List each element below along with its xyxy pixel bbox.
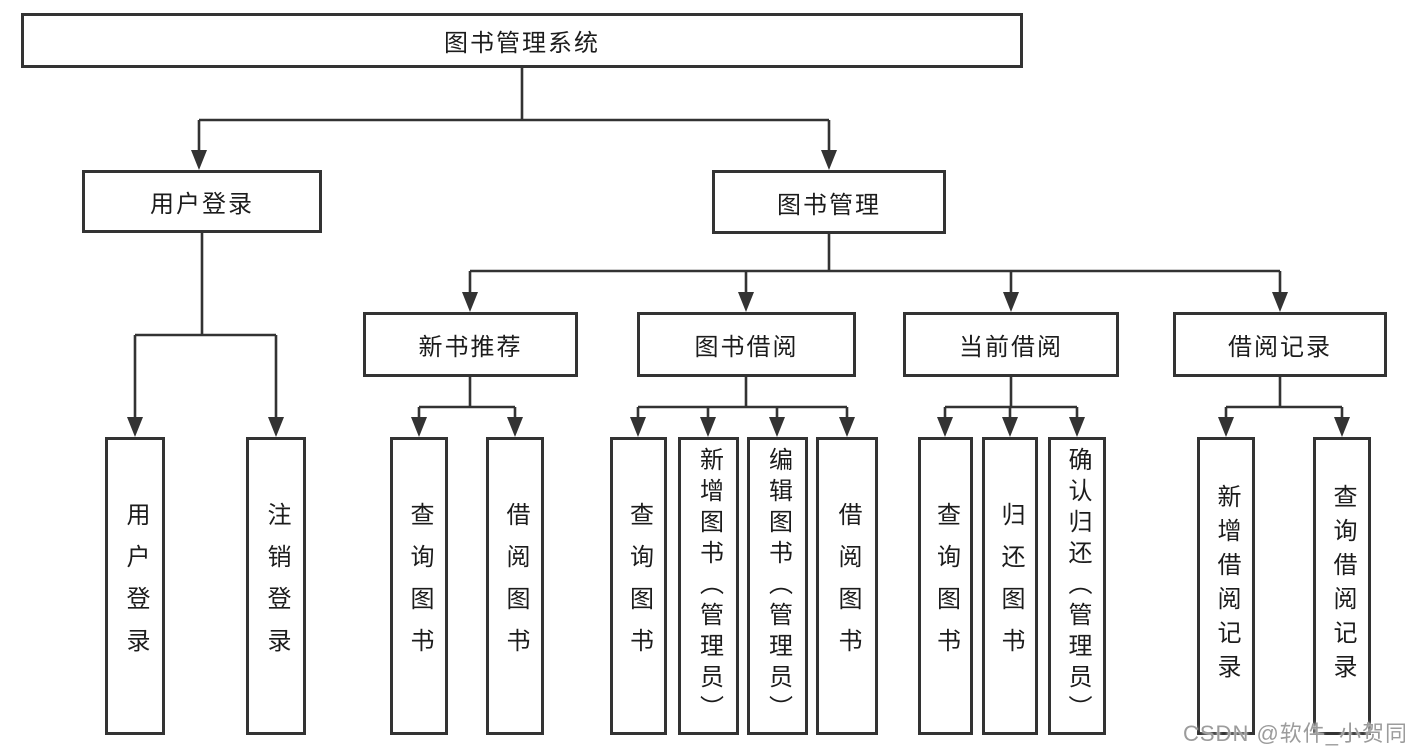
leaf-current-query-books: 查询图书 <box>918 437 973 735</box>
leaf-current-return-books-label: 归还图书 <box>997 502 1024 670</box>
arrowhead <box>1002 417 1018 437</box>
arrowhead <box>937 417 953 437</box>
leaf-recommend-borrow-books-label: 借阅图书 <box>502 502 529 670</box>
leaf-records-query-record-label: 查询借阅记录 <box>1329 484 1356 688</box>
connector-root-to-level2 <box>191 68 837 170</box>
arrowhead <box>1003 292 1019 312</box>
connector-current-children <box>937 377 1085 437</box>
leaf-recommend-borrow-books: 借阅图书 <box>486 437 544 735</box>
arrowhead <box>1272 292 1288 312</box>
leaf-borrowing-add-books-admin-label: 新增图书（管理员） <box>695 446 723 726</box>
leaf-user-login-label: 用户登录 <box>122 502 149 670</box>
arrowhead <box>1218 417 1234 437</box>
leaf-borrowing-query-books-label: 查询图书 <box>625 502 653 670</box>
arrowhead <box>462 292 478 312</box>
leaf-borrowing-add-books-admin: 新增图书（管理员） <box>678 437 739 735</box>
arrowhead <box>191 150 207 170</box>
node-library-system: 图书管理系统 <box>21 13 1023 68</box>
node-borrow-records: 借阅记录 <box>1173 312 1387 377</box>
node-user-login-label: 用户登录 <box>150 191 254 218</box>
leaf-borrowing-query-books: 查询图书 <box>610 437 667 735</box>
leaf-borrowing-edit-books-admin-label: 编辑图书（管理员） <box>764 446 792 726</box>
connector-records-children <box>1218 377 1350 437</box>
arrowhead <box>821 150 837 170</box>
arrowhead <box>1069 417 1085 437</box>
leaf-borrowing-borrow-books-label: 借阅图书 <box>834 502 861 670</box>
node-book-management-label: 图书管理 <box>777 191 881 219</box>
arrowhead <box>411 417 427 437</box>
node-book-borrowing: 图书借阅 <box>637 312 856 377</box>
connector-borrowing-children <box>630 377 855 437</box>
node-current-borrowing-label: 当前借阅 <box>959 334 1063 361</box>
leaf-records-add-record: 新增借阅记录 <box>1197 437 1255 735</box>
connector-new-book-children <box>411 377 523 437</box>
node-new-book-recommend-label: 新书推荐 <box>418 334 523 361</box>
node-borrow-records-label: 借阅记录 <box>1228 334 1332 361</box>
leaf-borrowing-borrow-books: 借阅图书 <box>816 437 878 735</box>
arrowhead <box>738 292 754 312</box>
leaf-current-return-books: 归还图书 <box>982 437 1038 735</box>
leaf-logout-label: 注销登录 <box>263 502 290 670</box>
arrowhead <box>1334 417 1350 437</box>
arrowhead <box>268 417 284 437</box>
node-book-borrowing-label: 图书借阅 <box>694 334 799 361</box>
leaf-user-login: 用户登录 <box>105 437 165 735</box>
leaf-records-add-record-label: 新增借阅记录 <box>1213 484 1240 688</box>
node-new-book-recommend: 新书推荐 <box>363 312 578 377</box>
arrowhead <box>700 417 716 437</box>
leaf-current-query-books-label: 查询图书 <box>932 502 960 670</box>
leaf-logout: 注销登录 <box>246 437 306 735</box>
csdn-watermark: CSDN @软件_小贺同学 <box>1183 721 1405 746</box>
arrowhead <box>630 417 646 437</box>
node-book-management: 图书管理 <box>712 170 946 234</box>
leaf-records-query-record: 查询借阅记录 <box>1313 437 1371 735</box>
node-user-login: 用户登录 <box>82 170 322 233</box>
arrowhead <box>507 417 523 437</box>
connector-book-mgmt-to-modules <box>462 234 1288 312</box>
arrowhead <box>769 417 785 437</box>
leaf-current-confirm-return-admin-label: 确认归还（管理员） <box>1064 446 1091 726</box>
connector-user-login-children <box>127 233 284 437</box>
node-current-borrowing: 当前借阅 <box>903 312 1119 377</box>
arrowhead <box>127 417 143 437</box>
node-library-system-label: 图书管理系统 <box>444 30 600 57</box>
leaf-recommend-query-books-label: 查询图书 <box>406 502 433 670</box>
leaf-recommend-query-books: 查询图书 <box>390 437 448 735</box>
leaf-current-confirm-return-admin: 确认归还（管理员） <box>1048 437 1106 735</box>
arrowhead <box>839 417 855 437</box>
leaf-borrowing-edit-books-admin: 编辑图书（管理员） <box>747 437 808 735</box>
